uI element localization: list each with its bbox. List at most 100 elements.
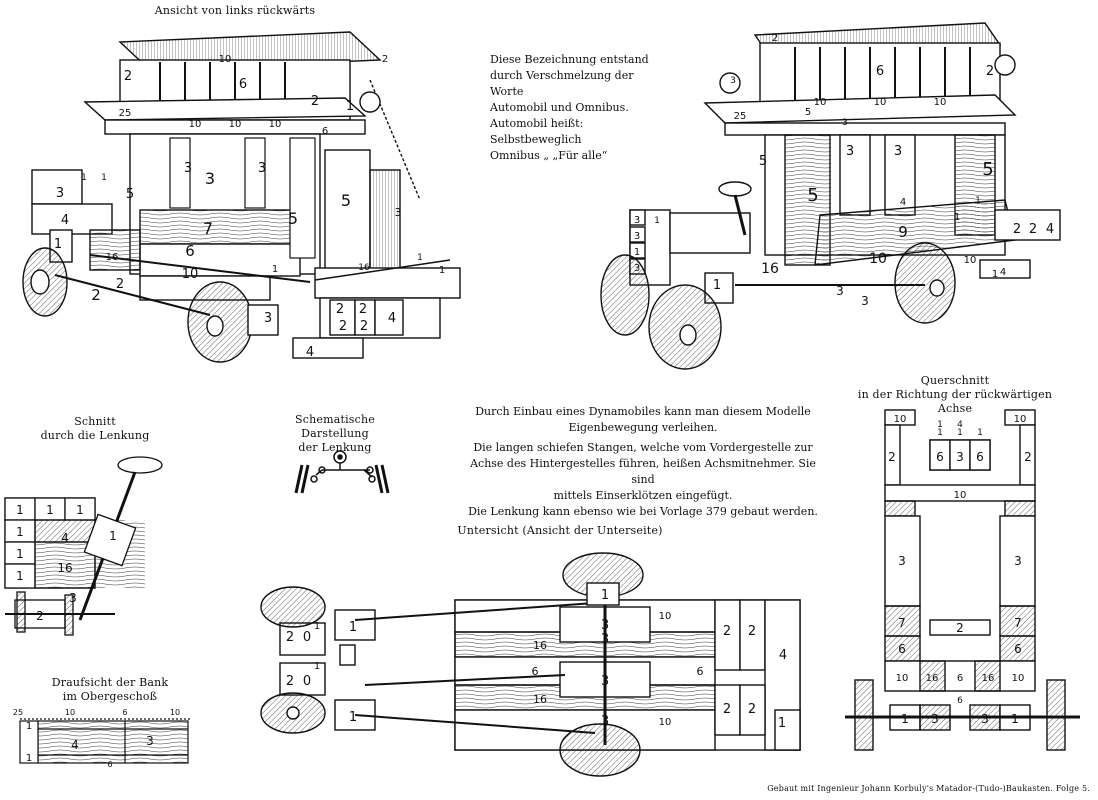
part-label: 6 <box>322 126 328 137</box>
part-label: 1 <box>778 716 786 731</box>
part-label: 1 <box>16 525 24 539</box>
part-label: 0 <box>303 630 311 645</box>
part-label: 6 <box>185 242 195 260</box>
part-label: 10 <box>894 414 907 425</box>
part-label: 2 <box>339 319 347 334</box>
part-label: 1 <box>713 278 721 293</box>
part-label: 16 <box>106 252 119 263</box>
part-label: 2 <box>91 286 101 304</box>
part-label: 3 <box>146 734 154 748</box>
part-label: 6 <box>976 450 984 464</box>
part-label: 6 <box>957 696 963 706</box>
part-label: 10 <box>659 611 672 622</box>
note-line: Automobil heißt: Selbstbeweglich <box>490 117 584 146</box>
caption-cross-section: Querschnitt in der Richtung der rückwärt… <box>840 374 1070 416</box>
part-label: 6 <box>898 642 906 656</box>
part-label: 6 <box>1014 642 1022 656</box>
part-label: 10 <box>814 97 827 108</box>
part-label: 2 <box>723 624 731 639</box>
note-line: Die langen schiefen Stangen, welche vom … <box>473 441 813 454</box>
part-label: 1 <box>16 569 24 583</box>
part-label: 10 <box>869 251 887 267</box>
part-label: 5 <box>288 209 298 228</box>
part-label: 3 <box>56 186 64 201</box>
part-label: 1 <box>346 99 354 114</box>
caption-underside-view: Untersicht (Ansicht der Unterseite) <box>457 524 663 537</box>
part-label: 6 <box>936 450 944 464</box>
part-label: 1 <box>901 712 909 726</box>
note-line: Diese Bezeichnung entstand <box>490 53 649 66</box>
part-label: 3 <box>981 712 989 726</box>
part-label: 0 <box>303 674 311 689</box>
part-label: 10 <box>896 673 909 684</box>
part-label: 3 <box>395 206 402 219</box>
note-dynamo: Durch Einbau eines Dynamobiles kann man … <box>468 404 818 520</box>
part-label: 3 <box>258 161 266 176</box>
part-label: 2 <box>888 450 896 464</box>
part-label: 6 <box>876 64 884 79</box>
part-label: 3 <box>634 215 640 226</box>
part-label: 7 <box>898 616 906 630</box>
part-label: 2 <box>956 621 964 635</box>
part-label: 6 <box>957 673 963 684</box>
caption-line: im Obergeschoß <box>62 690 158 703</box>
caption-rear-left-view: Ansicht von links rückwärts <box>154 4 316 17</box>
part-label: 2 <box>748 624 756 639</box>
part-label: 25 <box>119 108 132 119</box>
part-label: 1 <box>957 428 963 438</box>
caption-line: Draufsicht der Bank <box>51 676 169 689</box>
part-label: 16 <box>926 673 939 684</box>
part-label: 6 <box>532 665 539 678</box>
part-label: 16 <box>533 693 547 706</box>
part-label: 3 <box>861 294 869 308</box>
part-label: 1 <box>26 721 32 732</box>
part-label: 10 <box>229 119 242 130</box>
part-label: 2 <box>986 64 994 79</box>
part-label: 10 <box>182 267 199 282</box>
part-label: 3 <box>836 284 844 298</box>
part-label: 1 <box>977 428 983 438</box>
part-label: 1 <box>16 503 24 517</box>
part-label: 4 <box>71 738 79 752</box>
part-label: 4 <box>957 420 963 430</box>
part-label: 5 <box>982 159 993 180</box>
part-label: 16 <box>57 561 72 575</box>
part-label: 2 <box>360 319 368 334</box>
part-label: 4 <box>306 345 314 360</box>
part-label: 2 <box>1024 450 1032 464</box>
part-label: 5 <box>759 154 767 169</box>
part-label: 2 <box>124 69 132 84</box>
part-label: 2 <box>748 702 756 717</box>
part-label: 5 <box>341 191 351 210</box>
note-line: Eigenbewegung verleihen. <box>568 421 718 434</box>
part-label: 2 <box>359 302 367 317</box>
note-line: Omnibus „ „Für alle“ <box>490 149 608 162</box>
part-label: 1 <box>654 216 660 226</box>
figure-cross-section: 10 10 2 2 1 1 1 4 1 6 3 6 10 3 3 7 7 6 6… <box>845 409 1080 751</box>
part-label: 4 <box>1046 222 1054 237</box>
part-label: 3 <box>730 76 736 86</box>
part-label: 10 <box>934 97 947 108</box>
part-label: 4 <box>61 213 69 228</box>
part-label: 2 <box>286 630 294 645</box>
part-label: 2 <box>311 94 319 109</box>
part-label: 1 <box>54 237 62 252</box>
caption-line: durch die Lenkung <box>40 429 150 442</box>
part-label: 10 <box>964 255 977 266</box>
part-label: 2 <box>1029 222 1037 237</box>
part-label: 1 <box>439 265 445 276</box>
part-label: 5 <box>126 187 134 202</box>
part-label: 2 <box>1013 222 1021 237</box>
part-label: 3 <box>601 674 609 689</box>
part-label: 4 <box>900 197 906 208</box>
part-label: 10 <box>954 490 967 501</box>
part-label: 1 <box>272 264 278 275</box>
part-label: 10 <box>1012 673 1025 684</box>
part-label: 10 <box>1014 414 1027 425</box>
part-label: 2 <box>772 33 778 44</box>
figure-rear-left-view: 2 10 6 2 1 25 10 10 10 6 3 3 3 5 5 5 7 4… <box>22 31 461 363</box>
note-line: durch Verschmelzung der Worte <box>490 69 634 98</box>
part-label: 1 <box>937 420 943 430</box>
part-label: 3 <box>894 144 902 159</box>
part-label: 4 <box>1000 267 1006 278</box>
